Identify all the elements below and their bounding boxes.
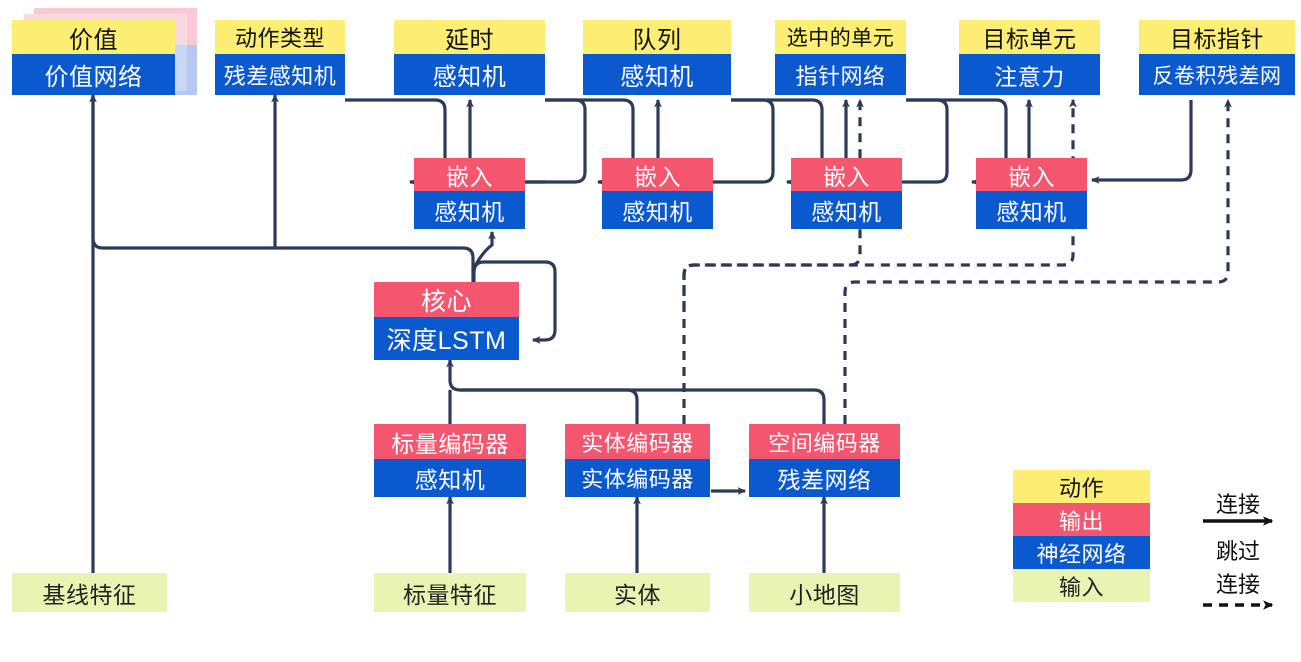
legend: 动作 输出 神经网络 输入 — [1013, 470, 1150, 602]
embedding-node-2[interactable]: 嵌入 感知机 — [602, 158, 713, 229]
encoder-node-spatial[interactable]: 空间编码器 残差网络 — [749, 424, 900, 497]
output-node-queued[interactable]: 队列 感知机 — [583, 20, 731, 95]
encoder-node-entity-top: 实体编码器 — [565, 424, 710, 459]
encoder-node-spatial-bottom: 残差网络 — [749, 459, 900, 497]
output-node-delay-action: 延时 — [394, 20, 545, 54]
core-node-top: 核心 — [374, 282, 519, 317]
output-node-target-point-action: 目标指针 — [1139, 20, 1295, 54]
wire-target-point-to-emb4 — [1090, 100, 1193, 184]
input-node-baseline-features[interactable]: 基线特征 — [12, 573, 167, 612]
wire-emb1-left-unused — [335, 95, 414, 182]
input-node-entities[interactable]: 实体 — [565, 573, 710, 612]
output-node-target-unit-network: 注意力 — [959, 54, 1100, 95]
encoder-node-entity-bottom: 实体编码器 — [565, 459, 710, 497]
skip-entity-to-target-unit — [682, 98, 1077, 424]
wire-emb1-up-to-delay-out — [525, 98, 587, 184]
legend-swatch-output: 输出 — [1013, 503, 1150, 536]
encoder-node-spatial-top: 空间编码器 — [749, 424, 900, 459]
input-node-scalar-features[interactable]: 标量特征 — [374, 573, 526, 612]
core-node[interactable]: 核心 深度LSTM — [374, 282, 519, 360]
output-node-target-unit-action: 目标单元 — [959, 20, 1100, 54]
core-node-bottom: 深度LSTM — [374, 317, 519, 360]
legend-connection-label: 连接 — [1215, 492, 1260, 517]
output-node-delay[interactable]: 延时 感知机 — [394, 20, 545, 95]
encoder-node-entity[interactable]: 实体编码器 实体编码器 — [565, 424, 710, 497]
output-node-target-point[interactable]: 目标指针 反卷积残差网 — [1139, 20, 1295, 95]
output-node-selected-units[interactable]: 选中的单元 指针网络 — [775, 20, 906, 95]
encoder-node-scalar-top: 标量编码器 — [374, 424, 526, 459]
embedding-node-1[interactable]: 嵌入 感知机 — [414, 158, 525, 229]
output-node-target-point-network: 反卷积残差网 — [1139, 54, 1295, 95]
skip-spatial-to-target-point — [843, 98, 1232, 424]
output-node-queued-action: 队列 — [583, 20, 731, 54]
embedding-node-1-bottom: 感知机 — [414, 191, 525, 229]
wire-entity-enc-to-core — [446, 358, 639, 424]
wire-core-bus-trim — [103, 240, 473, 262]
embedding-node-2-bottom: 感知机 — [602, 191, 713, 229]
embedding-node-4[interactable]: 嵌入 感知机 — [976, 158, 1087, 229]
embedding-node-3-bottom: 感知机 — [791, 191, 902, 229]
output-node-target-unit[interactable]: 目标单元 注意力 — [959, 20, 1100, 95]
embedding-node-3[interactable]: 嵌入 感知机 — [791, 158, 902, 229]
output-node-queued-network: 感知机 — [583, 54, 731, 95]
legend-skip-label-line1: 跳过 — [1215, 539, 1260, 564]
output-node-action-type-action: 动作类型 — [215, 20, 345, 54]
wire-core-to-emb1 — [471, 230, 496, 271]
output-node-value-action: 价值 — [12, 20, 175, 54]
legend-swatch-action: 动作 — [1013, 470, 1150, 503]
wire-emb3-up-to-selected-out — [902, 98, 949, 184]
legend-skip-label-line2: 连接 — [1215, 572, 1260, 597]
output-node-selected-units-action: 选中的单元 — [775, 20, 906, 54]
encoder-node-scalar-bottom: 感知机 — [374, 459, 526, 497]
input-node-minimap[interactable]: 小地图 — [749, 573, 900, 612]
output-node-selected-units-network: 指针网络 — [775, 54, 906, 95]
output-node-value-network: 价值网络 — [12, 54, 175, 95]
embedding-node-3-top: 嵌入 — [791, 158, 902, 191]
embedding-node-1-top: 嵌入 — [414, 158, 525, 191]
embedding-node-2-top: 嵌入 — [602, 158, 713, 191]
encoder-node-scalar[interactable]: 标量编码器 感知机 — [374, 424, 526, 497]
output-node-action-type[interactable]: 动作类型 残差感知机 — [215, 20, 345, 95]
output-node-delay-network: 感知机 — [394, 54, 545, 95]
embedding-node-4-top: 嵌入 — [976, 158, 1087, 191]
output-node-action-type-network: 残差感知机 — [215, 54, 345, 95]
wire-emb2-up-to-queued-out — [713, 98, 775, 184]
embedding-node-4-bottom: 感知机 — [976, 191, 1087, 229]
legend-swatch-input: 输入 — [1013, 569, 1150, 602]
legend-swatch-network: 神经网络 — [1013, 536, 1150, 569]
wire-spatial-enc-to-core — [460, 388, 826, 424]
output-node-value[interactable]: 价值 价值网络 — [12, 8, 197, 95]
